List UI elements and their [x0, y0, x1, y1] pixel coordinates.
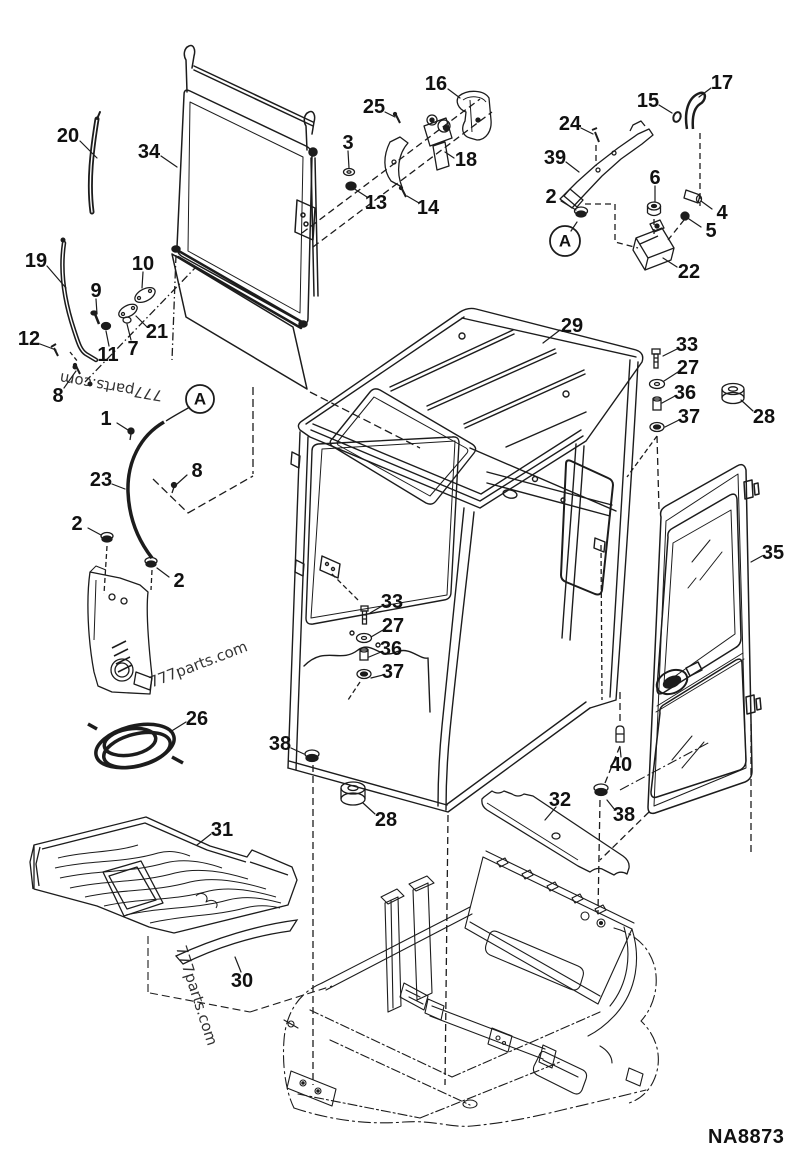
drawing-code: NA8873 — [708, 1126, 784, 1148]
callout-37: 37 — [678, 406, 700, 428]
mat-trim-strip — [174, 919, 299, 965]
cab-mount-hardware-right — [600, 348, 745, 701]
callout-38: 38 — [269, 733, 291, 755]
callout-3: 3 — [342, 132, 353, 154]
callout-8: 8 — [52, 385, 63, 407]
bottom-mounts — [304, 435, 752, 1086]
callout-8: 8 — [191, 460, 202, 482]
callout-17: 17 — [711, 72, 733, 94]
callout-13: 13 — [365, 192, 387, 214]
callout-40: 40 — [610, 754, 632, 776]
callout-6: 6 — [649, 167, 660, 189]
callout-36: 36 — [380, 638, 402, 660]
callout-39: 39 — [544, 147, 566, 169]
callout-9: 9 — [90, 280, 101, 302]
callout-5: 5 — [705, 220, 716, 242]
callout-14: 14 — [417, 197, 440, 219]
callout-30: 30 — [231, 970, 253, 992]
callout-36: 36 — [674, 382, 696, 404]
watermark-layer: 777parts.com 777parts.com 777parts.com — [58, 369, 250, 1048]
watermark-text: 777parts.com — [172, 943, 221, 1047]
callout-33: 33 — [676, 334, 698, 356]
callout-2: 2 — [545, 186, 556, 208]
hose-coil — [87, 722, 184, 770]
callout-35: 35 — [762, 542, 784, 564]
callout-38: 38 — [613, 804, 635, 826]
chassis-platform — [282, 850, 659, 1127]
callout-31: 31 — [211, 819, 233, 841]
callout-29: 29 — [561, 315, 583, 337]
callout-26: 26 — [186, 708, 208, 730]
detail-marker-circle — [185, 384, 215, 414]
cab-assembly — [287, 307, 644, 813]
callout-21: 21 — [146, 321, 168, 343]
callout-12: 12 — [18, 328, 40, 350]
washer-kit-group — [559, 91, 707, 271]
callout-4: 4 — [716, 202, 728, 224]
callout-20: 20 — [57, 125, 79, 147]
watermark-text: 777parts.com — [146, 637, 250, 691]
cab-door — [647, 463, 762, 815]
floor-mat — [29, 816, 333, 1013]
detail-marker-letter: A — [559, 232, 571, 251]
callout-34: 34 — [138, 141, 161, 163]
callout-37: 37 — [382, 661, 404, 683]
callout-16: 16 — [425, 73, 447, 95]
callout-7: 7 — [127, 338, 138, 360]
leader-lines — [39, 87, 763, 973]
callout-28: 28 — [375, 809, 397, 831]
callout-18: 18 — [455, 149, 477, 171]
wiper-motor-group — [301, 90, 493, 248]
callout-28: 28 — [753, 406, 775, 428]
detail-marker-letter: A — [194, 390, 206, 409]
callout-25: 25 — [363, 96, 385, 118]
callout-2: 2 — [173, 570, 184, 592]
callout-2: 2 — [71, 513, 82, 535]
callout-19: 19 — [25, 250, 47, 272]
watermark-text: 777parts.com — [58, 369, 164, 405]
wiper-blade — [87, 111, 101, 215]
callout-1: 1 — [100, 408, 111, 430]
callout-24: 24 — [559, 113, 582, 135]
front-window-panel — [171, 44, 319, 390]
callout-10: 10 — [132, 253, 154, 275]
callout-22: 22 — [678, 261, 700, 283]
callout-15: 15 — [637, 90, 659, 112]
callout-27: 27 — [382, 615, 404, 637]
detail-a-group — [69, 351, 421, 695]
detail-marker-circle — [549, 225, 581, 257]
cab-mount-hardware-center — [329, 571, 373, 701]
callout-23: 23 — [90, 469, 112, 491]
callout-33: 33 — [381, 591, 403, 613]
callout-27: 27 — [677, 357, 699, 379]
callout-32: 32 — [549, 789, 571, 811]
callout-11: 11 — [97, 344, 118, 366]
wiper-pivot-hardware — [50, 254, 196, 383]
